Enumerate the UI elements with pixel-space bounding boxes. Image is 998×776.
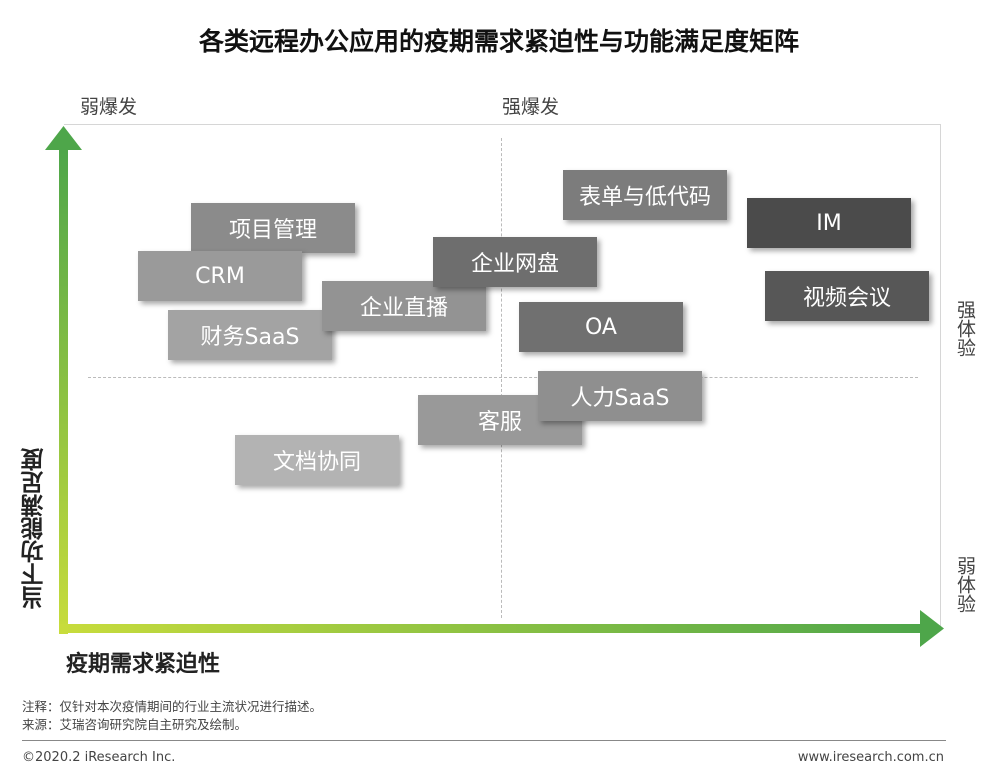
x-axis-shaft	[59, 624, 921, 633]
box-video-conference: 视频会议	[765, 271, 929, 321]
box-forms-lowcode: 表单与低代码	[563, 170, 727, 220]
page-title: 各类远程办公应用的疫期需求紧迫性与功能满足度矩阵	[198, 27, 799, 56]
y-axis-label: 当下功能满足度	[22, 448, 48, 609]
box-project-management: 项目管理	[191, 203, 355, 253]
note-text: 注释：仅针对本次疫情期间的行业主流状况进行描述。	[22, 699, 323, 714]
vertical-divider	[501, 138, 502, 618]
matrix-frame	[64, 124, 941, 629]
source-text: 来源：艾瑞咨询研究院自主研究及绘制。	[22, 717, 248, 732]
box-doc-collab: 文档协同	[235, 435, 399, 485]
y-axis-arrowhead	[45, 126, 82, 150]
box-enterprise-disk: 企业网盘	[433, 237, 597, 287]
label-weak-experience: 弱体验	[954, 556, 976, 613]
box-crm: CRM	[138, 251, 302, 301]
footer-divider	[22, 740, 946, 741]
footer-url: www.iresearch.com.cn	[797, 750, 944, 765]
box-oa: OA	[519, 302, 683, 352]
y-axis-shaft	[59, 148, 68, 634]
label-strong-burst: 强爆发	[502, 96, 560, 118]
box-im: IM	[747, 198, 911, 248]
label-strong-experience: 强体验	[954, 300, 976, 357]
box-hr-saas: 人力SaaS	[538, 371, 702, 421]
footer-copyright: ©2020.2 iResearch Inc.	[22, 750, 176, 765]
label-weak-burst: 弱爆发	[80, 96, 138, 118]
x-axis-label: 疫期需求紧迫性	[66, 652, 221, 677]
horizontal-divider	[88, 377, 918, 378]
box-enterprise-live: 企业直播	[322, 281, 486, 331]
box-finance-saas: 财务SaaS	[168, 310, 332, 360]
x-axis-arrowhead	[920, 610, 944, 647]
